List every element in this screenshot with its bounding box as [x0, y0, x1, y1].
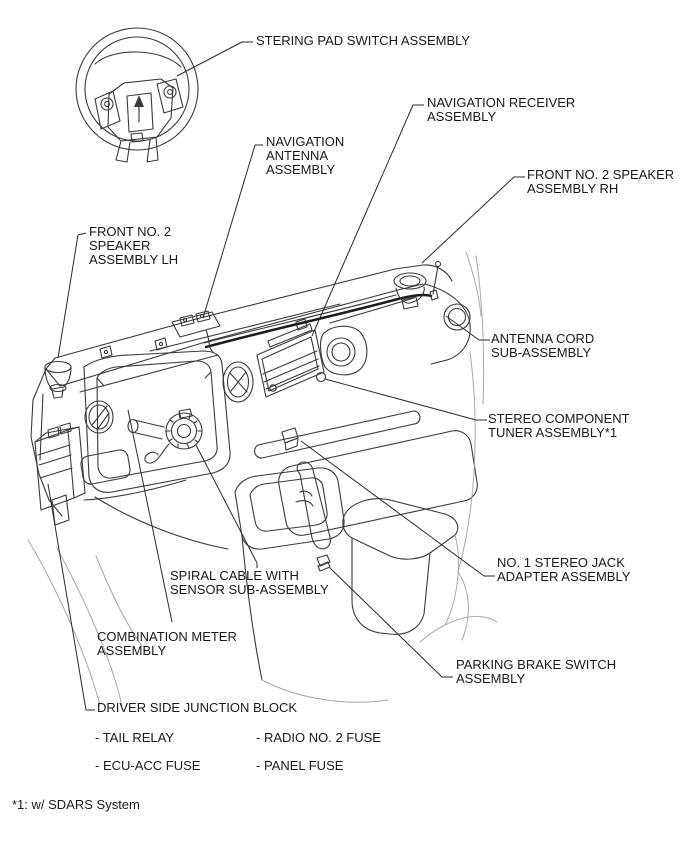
label-junction-block: DRIVER SIDE JUNCTION BLOCK	[97, 700, 298, 715]
armrest-box	[342, 498, 459, 560]
leader-junction-block	[47, 483, 95, 711]
leader-stereo-jack	[300, 440, 495, 577]
label-ecu-acc-fuse: - ECU-ACC FUSE	[95, 758, 201, 773]
leader-nav-receiver	[311, 104, 424, 337]
leader-stereo-tuner	[324, 378, 487, 421]
label-stereo-tuner: STEREO COMPONENT TUNER ASSEMBLY*1	[488, 411, 630, 440]
background-lines	[27, 255, 498, 707]
shift-lever	[296, 461, 331, 550]
air-vents	[84, 303, 471, 434]
label-front-speaker-lh: FRONT NO. 2 SPEAKER ASSEMBLY LH	[89, 224, 179, 267]
center-console-drawing	[234, 461, 459, 703]
label-radio-no2-fuse: - RADIO NO. 2 FUSE	[256, 730, 381, 745]
leader-parking-brake	[329, 567, 453, 678]
glove-box	[278, 430, 478, 536]
leader-front-speaker-lh	[57, 232, 87, 359]
label-antenna-cord: ANTENNA CORD SUB-ASSEMBLY	[491, 331, 595, 360]
antenna-cord-drawing	[203, 293, 433, 349]
footnote-sdars: *1: w/ SDARS System	[12, 797, 140, 812]
front-speaker-rh-drawing	[393, 260, 442, 310]
label-front-speaker-rh: FRONT NO. 2 SPEAKER ASSEMBLY RH	[527, 167, 675, 196]
label-navigation-antenna: NAVIGATION ANTENNA ASSEMBLY	[266, 134, 345, 177]
leader-nav-antenna	[202, 144, 263, 319]
label-parking-brake-switch: PARKING BRAKE SWITCH ASSEMBLY	[456, 657, 617, 686]
tuner-bolt	[315, 371, 327, 383]
instrument-cluster-opening	[83, 350, 231, 493]
front-speaker-lh-drawing	[44, 360, 72, 399]
spiral-cable-drawing	[127, 408, 203, 464]
right-switch-pod	[156, 78, 184, 114]
label-panel-fuse: - PANEL FUSE	[256, 758, 344, 773]
junction-block-drawing	[34, 422, 86, 526]
navigation-antenna-drawing	[171, 310, 221, 353]
up-arrow	[134, 95, 144, 107]
leader-spiral-cable	[195, 444, 258, 568]
label-combination-meter: COMBINATION METER ASSEMBLY	[97, 629, 237, 658]
dashboard-body-drawing	[30, 251, 482, 550]
label-steering-pad-switch: STERING PAD SWITCH ASSEMBLY	[256, 33, 471, 48]
leader-lines	[47, 41, 525, 711]
stereo-jack-adapter-drawing	[281, 427, 299, 451]
steering-wheel-drawing	[75, 27, 199, 163]
label-spiral-cable: SPIRAL CABLE WITH SENSOR SUB-ASSEMBLY	[170, 568, 329, 597]
leader-antenna-cord	[445, 315, 490, 341]
radio-cavity	[256, 323, 327, 398]
leader-front-speaker-rh	[421, 176, 525, 264]
left-switch-pod	[94, 90, 121, 130]
leader-combination-meter	[127, 409, 173, 623]
label-stereo-jack-adapter: NO. 1 STEREO JACK ADAPTER ASSEMBLY	[497, 555, 631, 584]
label-navigation-receiver: NAVIGATION RECEIVER ASSEMBLY	[427, 95, 576, 124]
leader-steering-pad	[176, 41, 253, 77]
label-tail-relay: - TAIL RELAY	[95, 730, 174, 745]
parking-brake-switch-drawing	[316, 554, 331, 572]
